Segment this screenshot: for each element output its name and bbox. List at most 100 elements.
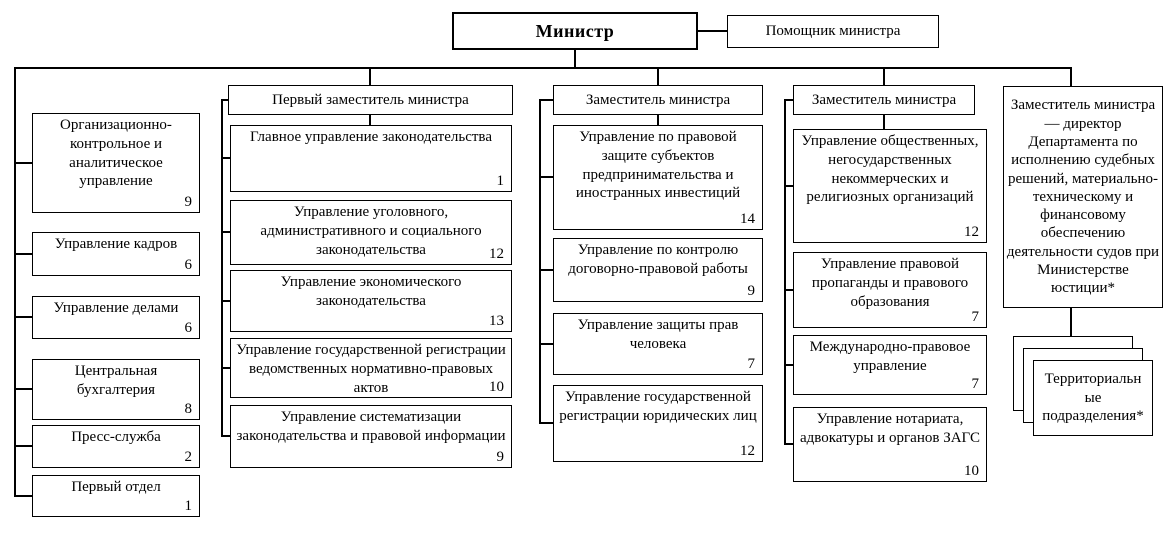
- org-unit-box: Управление уголовного, административного…: [230, 200, 512, 265]
- deputy-minister-box-1: Заместитель министра: [553, 85, 763, 115]
- org-unit-label: Управление кадров: [54, 236, 178, 252]
- org-unit-count: 9: [496, 449, 505, 466]
- org-unit-label: Управление государственной регистрации ю…: [559, 389, 757, 424]
- connector-line: [221, 435, 233, 437]
- org-unit-box: Организационно-контрольное и аналитическ…: [32, 113, 200, 213]
- org-unit-box: Управление кадров 6: [32, 232, 200, 276]
- territorial-box-front: Территориальн ые подразделения*: [1033, 360, 1153, 436]
- connector-line: [221, 231, 233, 233]
- connector-line: [539, 269, 555, 271]
- connector-line: [14, 67, 1072, 69]
- connector-line: [221, 300, 233, 302]
- org-unit-label: Управление государственной регистрации в…: [236, 342, 506, 396]
- org-unit-count: 14: [740, 211, 755, 228]
- connector-line: [784, 443, 795, 445]
- org-unit-count: 12: [740, 443, 755, 460]
- org-unit-box: Пресс-служба 2: [32, 425, 200, 468]
- org-unit-box: Управление государственной регистрации ю…: [553, 385, 763, 462]
- minister-label: Министр: [535, 20, 615, 41]
- assistant-minister-label: Помощник министра: [765, 23, 901, 40]
- org-unit-count: 1: [184, 498, 193, 515]
- connector-line: [221, 99, 223, 437]
- org-unit-label: Первый отдел: [71, 479, 161, 495]
- org-unit-label: Управление экономического законодательст…: [280, 274, 462, 309]
- minister-box: Министр: [452, 12, 698, 50]
- org-unit-box: Управление защиты прав человека 7: [553, 313, 763, 375]
- org-unit-count: 9: [184, 194, 193, 211]
- connector-line: [539, 99, 555, 101]
- org-unit-label: Управление уголовного, административного…: [260, 204, 482, 258]
- org-unit-count: 1: [496, 173, 505, 190]
- org-unit-count: 6: [184, 320, 193, 337]
- org-unit-box: Главное управление законодательства 1: [230, 125, 512, 192]
- org-unit-count: 7: [747, 356, 756, 373]
- org-unit-box: Управление государственной регистрации в…: [230, 338, 512, 398]
- org-unit-box: Управление по контролю договорно-правово…: [553, 238, 763, 302]
- org-unit-count: 7: [971, 376, 980, 393]
- org-unit-label: Управление систематизации законодательст…: [236, 409, 506, 444]
- connector-line: [14, 495, 34, 497]
- connector-line: [221, 367, 233, 369]
- org-unit-label: Управление по контролю договорно-правово…: [568, 242, 748, 277]
- connector-line: [539, 422, 555, 424]
- connector-line: [14, 445, 34, 447]
- connector-line: [539, 343, 555, 345]
- connector-line: [784, 185, 795, 187]
- connector-line: [369, 115, 371, 125]
- connector-line: [574, 50, 576, 68]
- connector-line: [657, 115, 659, 125]
- org-unit-box: Международно-правовое управление 7: [793, 335, 987, 395]
- org-unit-count: 10: [489, 379, 504, 396]
- connector-line: [14, 388, 34, 390]
- connector-line: [539, 176, 555, 178]
- connector-line: [784, 289, 795, 291]
- org-unit-label: Управление делами: [53, 300, 179, 316]
- deputy-minister-label: Заместитель министра: [585, 91, 731, 108]
- org-unit-count: 13: [489, 313, 504, 330]
- org-unit-label: Управление по правовой защите субъектов …: [575, 129, 741, 202]
- org-unit-label: Управление общественных, негосударственн…: [801, 133, 979, 206]
- connector-line: [221, 99, 231, 101]
- connector-line: [14, 253, 34, 255]
- org-unit-label: Управление защиты прав человека: [577, 317, 739, 352]
- connector-line: [698, 30, 728, 32]
- connector-line: [14, 316, 34, 318]
- org-unit-label: Организационно-контрольное и аналитическ…: [60, 117, 172, 190]
- deputy-minister-director-box: Заместитель министра — директор Департам…: [1003, 86, 1163, 308]
- connector-line: [1070, 67, 1072, 87]
- org-unit-label: Управление правовой пропаганды и правово…: [811, 256, 969, 310]
- connector-line: [369, 67, 371, 85]
- org-unit-count: 8: [184, 401, 193, 418]
- org-unit-box: Управление правовой пропаганды и правово…: [793, 252, 987, 328]
- first-deputy-minister-label: Первый заместитель министра: [272, 91, 469, 108]
- org-unit-box: Центральная бухгалтерия 8: [32, 359, 200, 420]
- deputy-minister-box-2: Заместитель министра: [793, 85, 975, 115]
- org-unit-label: Главное управление законодательства: [250, 129, 492, 145]
- org-unit-box: Управление экономического законодательст…: [230, 270, 512, 332]
- org-unit-count: 12: [964, 224, 979, 241]
- org-unit-label: Пресс-служба: [71, 429, 161, 445]
- org-unit-label: Международно-правовое управление: [809, 339, 971, 374]
- org-unit-count: 9: [747, 283, 756, 300]
- org-unit-box: Управление систематизации законодательст…: [230, 405, 512, 468]
- org-unit-count: 6: [184, 257, 193, 274]
- first-deputy-minister-box: Первый заместитель министра: [228, 85, 513, 115]
- connector-line: [784, 99, 786, 445]
- org-unit-count: 2: [184, 449, 193, 466]
- connector-line: [14, 162, 34, 164]
- connector-line: [14, 67, 16, 497]
- connector-line: [657, 67, 659, 85]
- org-unit-count: 10: [964, 463, 979, 480]
- connector-line: [1070, 307, 1072, 336]
- org-unit-box: Управление по правовой защите субъектов …: [553, 125, 763, 230]
- org-unit-label: Центральная бухгалтерия: [74, 363, 158, 398]
- deputy-minister-director-label: Заместитель министра — директор Департам…: [1006, 97, 1160, 297]
- connector-line: [883, 115, 885, 129]
- connector-line: [784, 364, 795, 366]
- connector-line: [784, 99, 795, 101]
- deputy-minister-label: Заместитель министра: [811, 91, 957, 108]
- org-unit-count: 12: [489, 246, 504, 263]
- connector-line: [539, 99, 541, 424]
- territorial-label: Территориальн ые подразделения*: [1042, 370, 1144, 425]
